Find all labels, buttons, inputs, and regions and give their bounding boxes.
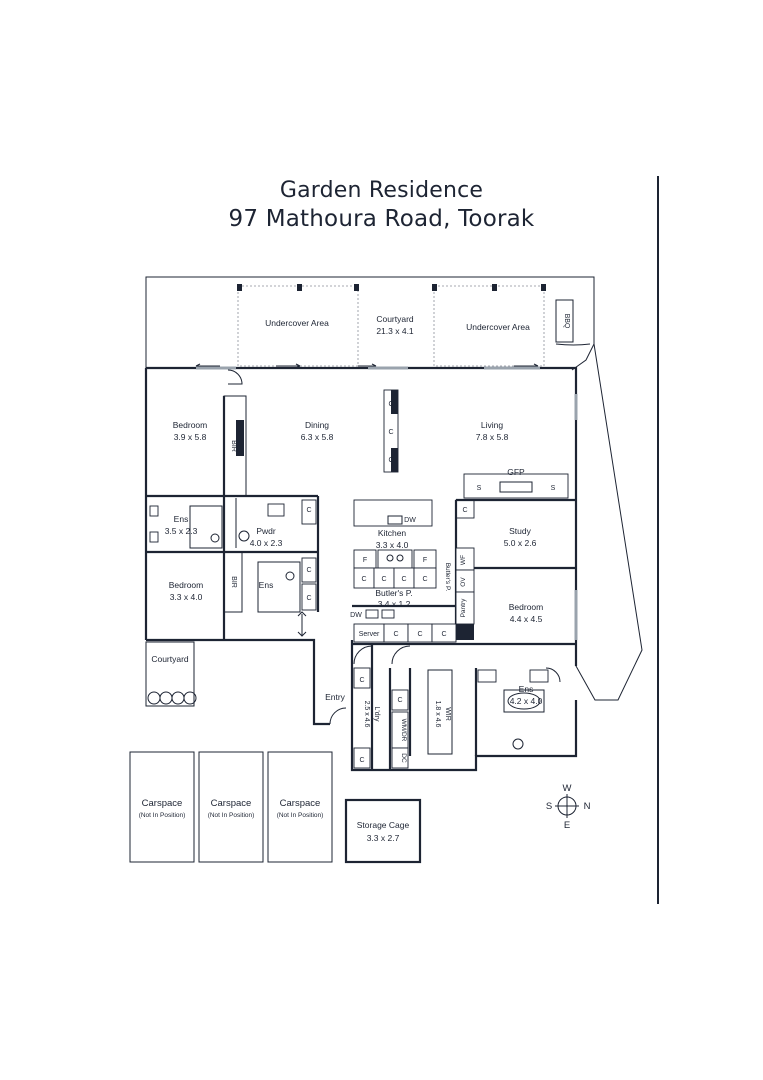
bbq-label: BBQ [563,314,570,329]
ens2-cabinet-c2: C [306,595,311,602]
bir2-label: BIR [230,576,237,588]
study-label: Study [509,526,531,536]
kitchen-c2: C [381,576,386,583]
kitchen-area [352,498,576,646]
dining-dim: 6.3 x 5.8 [301,432,334,442]
ens3-label: Ens [519,684,534,694]
bedroom3-dim: 4.4 x 4.5 [510,614,543,624]
study-dim: 5.0 x 2.6 [504,538,537,548]
outdoor-top [237,284,591,367]
living-s-right: S [551,485,556,492]
wir-label: WIR [444,707,451,721]
carspace-3-label: Carspace [280,798,321,809]
living-cabinet-c: C [462,507,467,514]
ov-label: OV [460,577,467,587]
pwdr-dim: 4.0 x 2.3 [250,538,283,548]
server-c1: C [393,631,398,638]
carspaces [129,751,333,863]
plan-title: Garden Residence [279,178,484,203]
ens1-label: Ens [174,514,189,524]
courtyard-top-label: Courtyard [376,314,414,324]
storage-dim: 3.3 x 2.7 [367,833,400,843]
bedroom1-label: Bedroom [173,420,208,430]
living-dim: 7.8 x 5.8 [476,432,509,442]
kitchen-c3: C [401,576,406,583]
server-label: Server [359,631,380,638]
ens3-dim: 4.2 x 4.0 [510,696,543,706]
dc-label: DC [400,753,407,763]
living-label: Living [481,420,503,430]
carspace-2 [198,751,264,863]
plan-address: 97 Mathoura Road, Toorak [228,206,535,232]
kitchen-dim: 3.3 x 4.0 [376,540,409,550]
undercover-area-right: Undercover Area [466,322,530,332]
compass-n: N [584,801,591,812]
server-c3: C [441,631,446,638]
courtyard-small-label: Courtyard [151,654,189,664]
pwdr-cabinet-c: C [306,507,311,514]
kitchen-label: Kitchen [378,528,407,538]
kitchen-f-right: F [423,557,427,564]
bedroom2-dim: 3.3 x 4.0 [170,592,203,602]
storage-label: Storage Cage [357,820,410,830]
ldry-dim: 2.5 x 4.6 [363,701,370,728]
wf-label: WF [460,555,467,565]
undercover-area-left: Undercover Area [265,318,329,328]
compass-s: S [546,801,552,812]
island-c2: C [388,401,393,408]
butlers-dim: 3.4 x 1.2 [378,599,411,609]
carspace-1-label: Carspace [142,798,183,809]
kitchen-c4: C [422,576,427,583]
ens2-cabinet-c1: C [306,567,311,574]
compass-icon [555,794,579,818]
carspace-1 [129,751,195,863]
butlers-vertical-label: Butler's P. [444,563,451,592]
storage-cage [344,798,422,864]
island-c1: C [388,429,393,436]
living-s-left: S [477,485,482,492]
ldry-label: L'dry [373,707,380,722]
carspace-2-label: Carspace [211,798,252,809]
wir-dim: 1.8 x 4.6 [434,701,441,728]
wmdr-label: WM/DR [400,719,407,742]
bedroom2-label: Bedroom [169,580,204,590]
ens1-dim: 3.5 x 2.3 [165,526,198,536]
ldry-c3: C [397,697,402,704]
entry-label: Entry [325,692,346,702]
carspace-3-note: (Not In Position) [277,812,324,819]
courtyard-top-dim: 21.3 x 4.1 [376,326,414,336]
ldry-c2: C [359,757,364,764]
kitchen-f-left: F [363,557,367,564]
small-courtyard [145,641,197,707]
server-c2: C [417,631,422,638]
bedroom1-dim: 3.9 x 5.8 [174,432,207,442]
side-rule [657,176,659,904]
kitchen-c1: C [361,576,366,583]
gfp-label: GFP [507,467,525,477]
carspace-3 [267,751,333,863]
building-walls [144,366,578,772]
pwdr-label: Pwdr [256,526,276,536]
compass-e: E [564,820,570,831]
bedroom3-label: Bedroom [509,602,544,612]
carspace-2-note: (Not In Position) [208,812,255,819]
compass-w: W [563,783,572,794]
dining-label: Dining [305,420,329,430]
left-wing-interior [146,369,320,640]
carspace-1-note: (Not In Position) [139,812,186,819]
island-c3: C [388,457,393,464]
bir1-label: BIR [230,440,237,452]
lower-service-wing [329,644,561,770]
pantry-label: Pantry [460,598,467,618]
ens2-label: Ens [259,580,274,590]
butlers-dw: DW [350,612,362,619]
butlers-label: Butler's P. [375,588,412,598]
kitchen-dw: DW [404,517,416,524]
living-dining-fixtures [353,389,569,527]
ldry-c1: C [359,677,364,684]
